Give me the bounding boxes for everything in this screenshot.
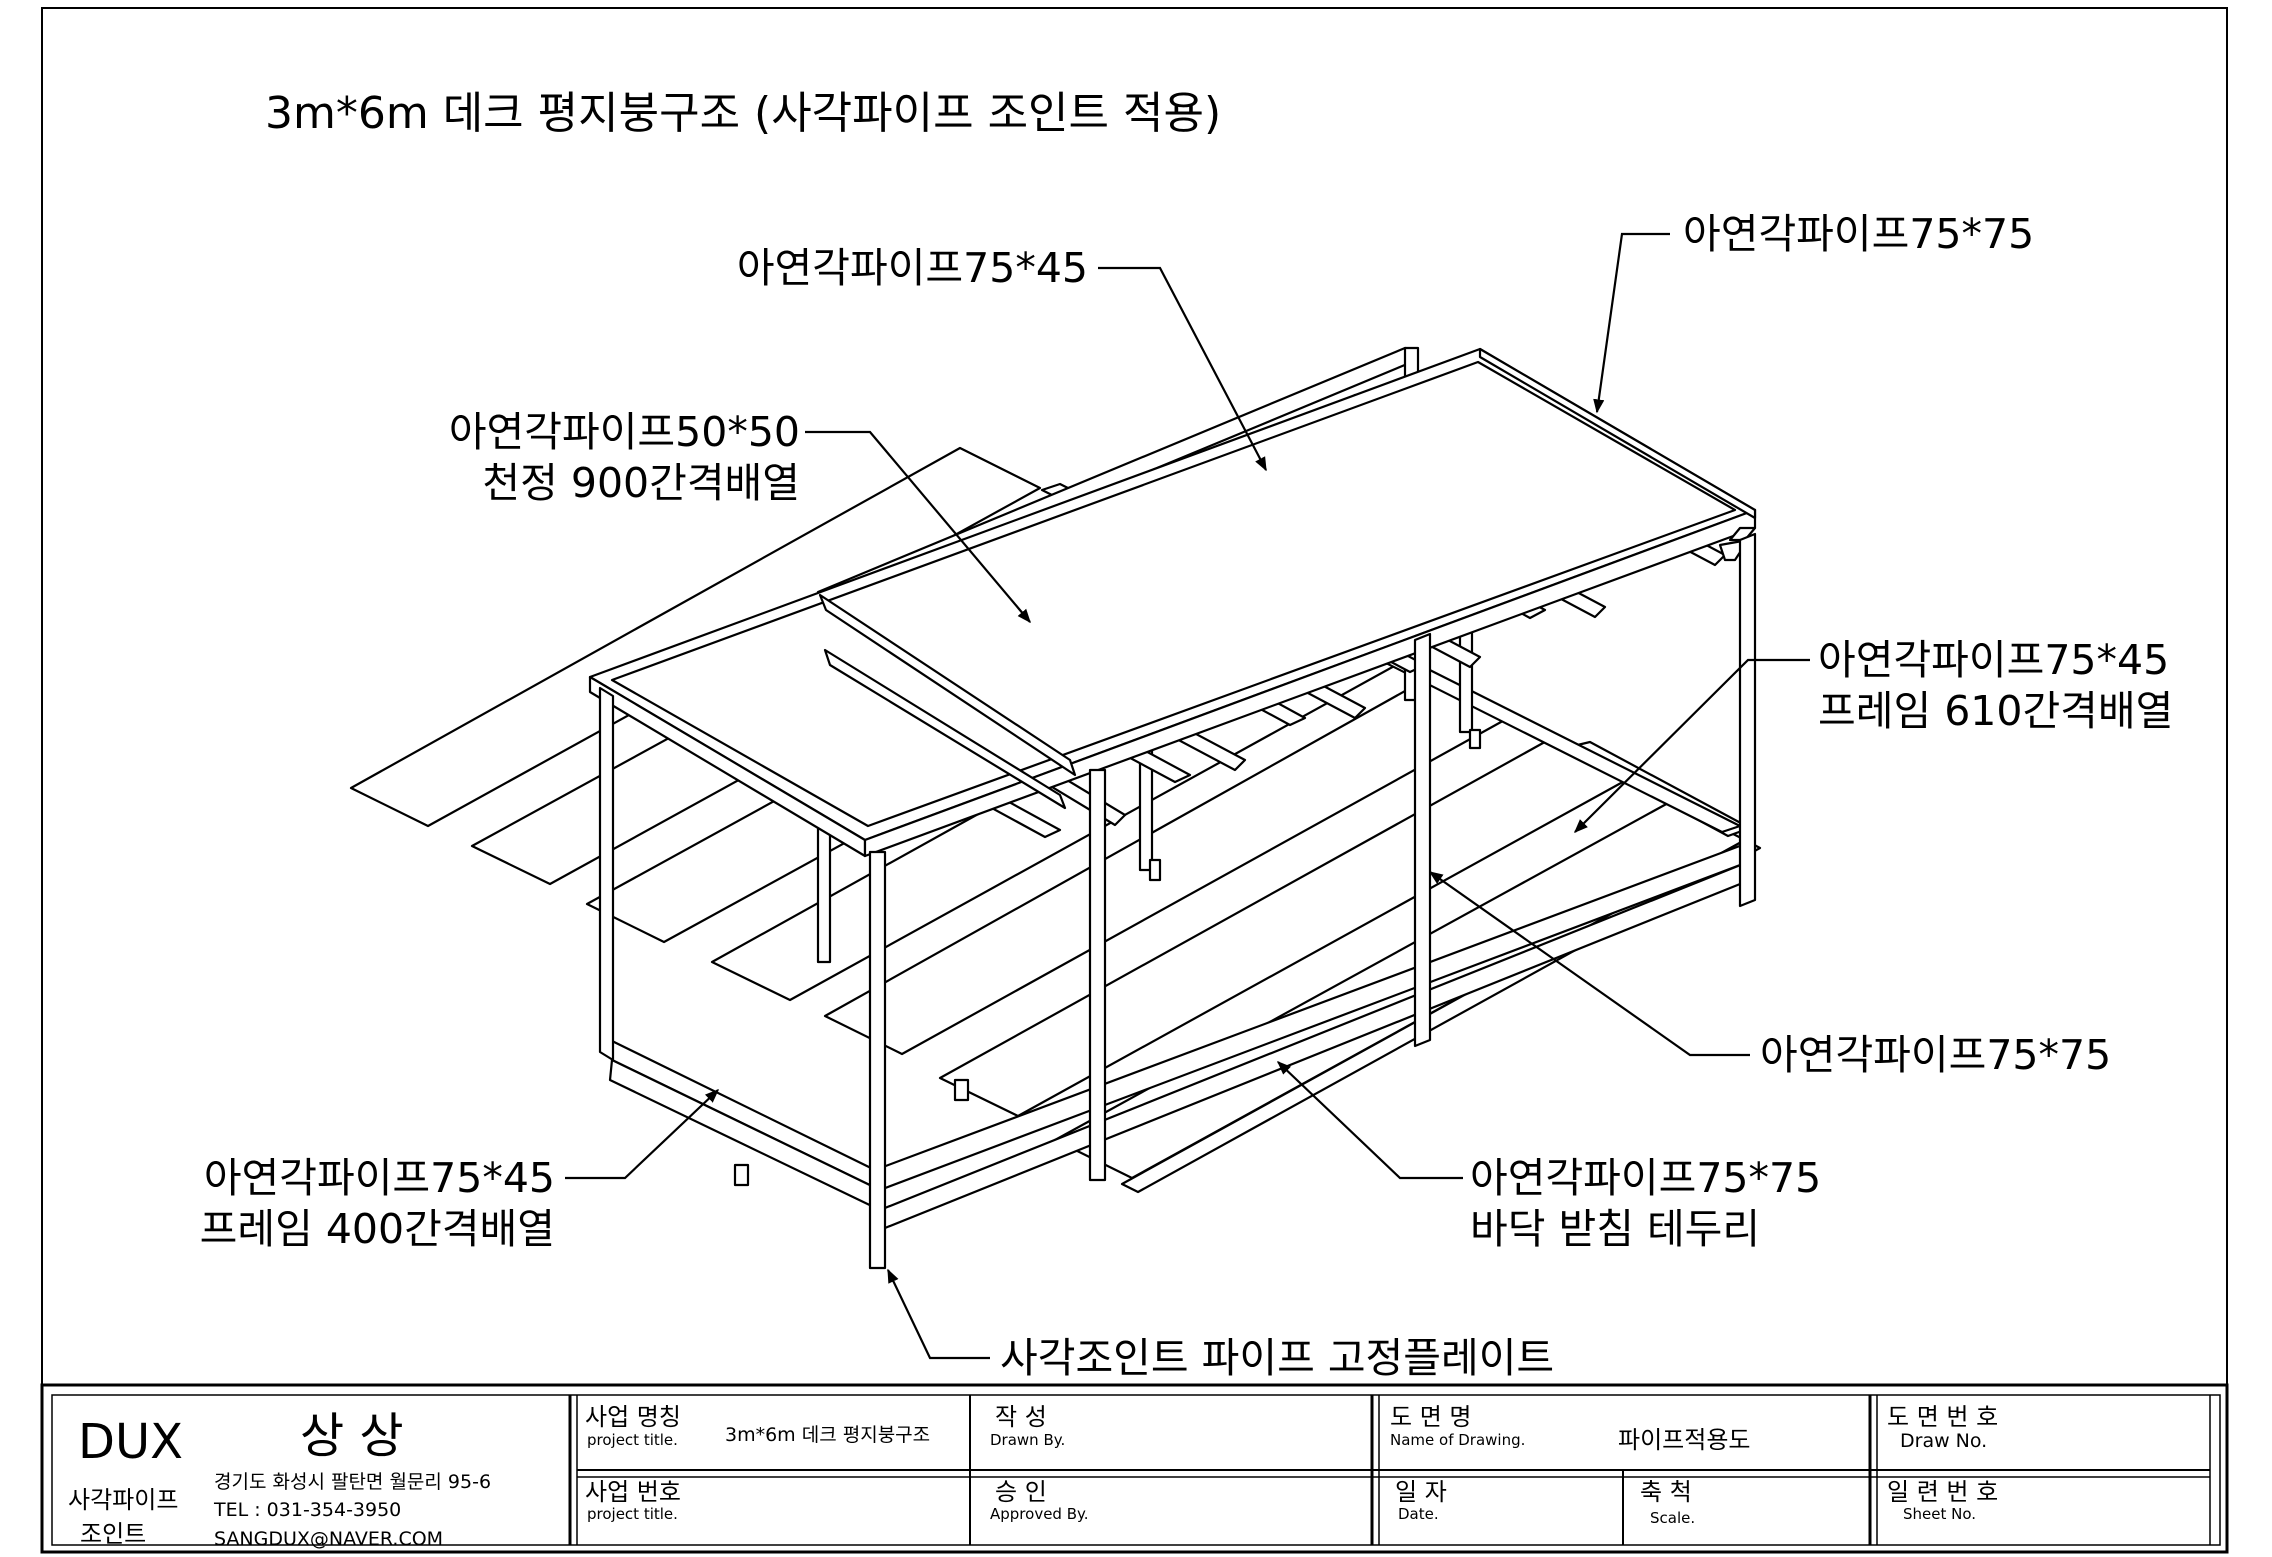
leader-top-edge: [1593, 232, 1670, 414]
callout-floor-edge-2: 바닥 받침 테두리: [1470, 1205, 1760, 1253]
drawing-name-label: 도 면 명: [1390, 1403, 1472, 1431]
callout-frame-610-2: 프레임 610간격배열: [1818, 687, 2173, 735]
sheet-no-sub: Sheet No.: [1903, 1505, 1976, 1523]
callout-top-beam: 아연각파이프75*45: [737, 244, 1088, 292]
company-product-1: 사각파이프: [68, 1486, 178, 1514]
scale-label: 축 척: [1640, 1478, 1692, 1506]
roof-frame: [588, 347, 1757, 858]
title-block-text: DUX 상 상 사각파이프 조인트 경기도 화성시 팔탄면 월문리 95-6 T…: [68, 1403, 1998, 1550]
callout-floor-edge-1: 아연각파이프75*75: [1470, 1154, 1821, 1202]
company-email: SANGDUX@NAVER.COM: [214, 1528, 443, 1550]
approved-by-label: 승 인: [995, 1478, 1047, 1506]
title-block-inner: [51, 1394, 2221, 1546]
leader-frame-400: [565, 1089, 720, 1180]
callout-frame-400-1: 아연각파이프75*45: [204, 1154, 555, 1202]
leader-plate: [887, 1268, 990, 1360]
callouts: 아연각파이프75*45 아연각파이프75*75 아연각파이프50*50 천정 9…: [200, 210, 2174, 1382]
leader-frame-610: [1574, 658, 1810, 833]
drawing-name-sub: Name of Drawing.: [1390, 1431, 1525, 1449]
drawing-name-value: 파이프적용도: [1618, 1426, 1750, 1454]
posts: [598, 532, 1757, 1270]
callout-frame-610-1: 아연각파이프75*45: [1818, 636, 2169, 684]
project-no-sub: project title.: [587, 1505, 678, 1523]
project-name-label: 사업 명칭: [585, 1403, 681, 1431]
leader-ceiling: [805, 430, 1031, 624]
company-logo: DUX: [78, 1414, 183, 1470]
callout-plate: 사각조인트 파이프 고정플레이트: [1000, 1334, 1554, 1382]
drawing-title: 3m*6m 데크 평지붕구조 (사각파이프 조인트 적용): [265, 88, 1221, 139]
callout-frame-400-2: 프레임 400간격배열: [200, 1205, 555, 1253]
project-name-value: 3m*6m 데크 평지붕구조: [725, 1424, 930, 1446]
date-label: 일 자: [1395, 1478, 1447, 1506]
drawing-no-label: 도 면 번 호: [1887, 1403, 1998, 1431]
callout-ceiling-2: 천정 900간격배열: [482, 459, 800, 507]
deck-structure: [349, 346, 1762, 1270]
drawn-by-sub: Drawn By.: [990, 1431, 1065, 1449]
company-tel: TEL : 031-354-3950: [213, 1499, 401, 1521]
company-name: 상 상: [300, 1408, 404, 1464]
leader-top-beam: [1098, 266, 1267, 472]
title-block-outer: [40, 1383, 2229, 1554]
drawn-by-label: 작 성: [995, 1403, 1047, 1431]
project-name-sub: project title.: [587, 1431, 678, 1449]
callout-top-edge: 아연각파이프75*75: [1683, 210, 2034, 258]
callout-post: 아연각파이프75*75: [1760, 1031, 2111, 1079]
approved-by-sub: Approved By.: [990, 1505, 1089, 1523]
leader-lines: [565, 232, 1810, 1360]
date-sub: Date.: [1398, 1505, 1439, 1523]
drawing-no-sub: Draw No.: [1900, 1430, 1987, 1452]
leader-floor-edge: [1276, 1061, 1463, 1180]
project-no-label: 사업 번호: [585, 1478, 681, 1506]
sheet-no-label: 일 련 번 호: [1887, 1478, 1998, 1506]
leader-post: [1428, 871, 1750, 1057]
front-mid-beam: [818, 593, 1077, 810]
company-address: 경기도 화성시 팔탄면 월문리 95-6: [214, 1471, 491, 1493]
callout-ceiling-1: 아연각파이프50*50: [449, 408, 800, 456]
title-block: [40, 1383, 2229, 1554]
scale-sub: Scale.: [1650, 1509, 1695, 1527]
company-product-2: 조인트: [80, 1520, 146, 1548]
